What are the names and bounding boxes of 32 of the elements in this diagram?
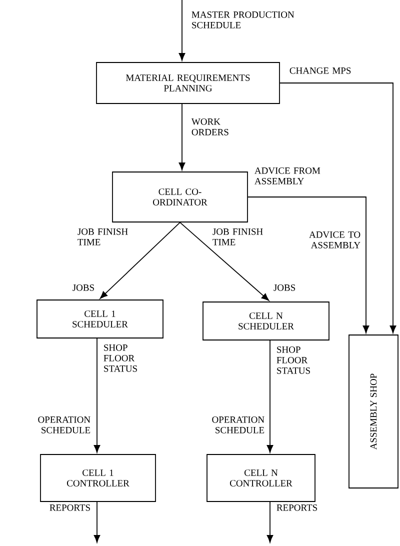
arrow: [178, 0, 186, 61]
edge-label: ADVICE FROM ASSEMBLY: [254, 167, 320, 184]
arrow: [266, 502, 274, 543]
arrow: [180, 222, 270, 301]
arrow: [94, 502, 100, 543]
edge-label: JOB FINISH TIME: [78, 228, 128, 246]
process-box: CELL CO-ORDINATOR: [112, 172, 248, 222]
flow-label: JOBS: [274, 284, 296, 291]
edge-label: REPORTS: [276, 504, 317, 511]
arrow: [178, 104, 186, 170]
edge-label: SHOP FLOOR STATUS: [104, 344, 137, 372]
flow-label: JOBS: [72, 284, 94, 291]
process-box: MATERIAL REQUIREMENTS PLANNING: [96, 62, 280, 104]
process-box: ASSEMBLY SHOP: [348, 334, 398, 488]
flow-label: OPERATION SCHEDULE: [212, 416, 264, 434]
arrow: [266, 340, 274, 453]
process-box: CELL N SCHEDULER: [202, 302, 330, 340]
edge-label: SHOP FLOOR STATUS: [276, 346, 310, 374]
edge-label: CHANGE MPS: [290, 67, 351, 74]
flow-label: ADVICE TO ASSEMBLY: [309, 231, 360, 248]
process-box: CELL 1 SCHEDULER: [36, 300, 164, 338]
flow-label: OPERATION SCHEDULE: [38, 416, 90, 434]
process-box: CELL 1 CONTROLLER: [40, 454, 156, 502]
edge-label: WORK ORDERS: [191, 118, 228, 136]
edge-label: REPORTS: [50, 504, 90, 511]
arrow: [100, 222, 180, 299]
edge-label: MASTER PRODUCTION SCHEDULE: [192, 11, 294, 28]
edge-label: JOB FINISH TIME: [212, 228, 263, 246]
arrow: [248, 196, 370, 334]
arrow: [94, 338, 100, 453]
process-box: CELL N CONTROLLER: [206, 454, 316, 502]
arrow: [280, 82, 396, 334]
